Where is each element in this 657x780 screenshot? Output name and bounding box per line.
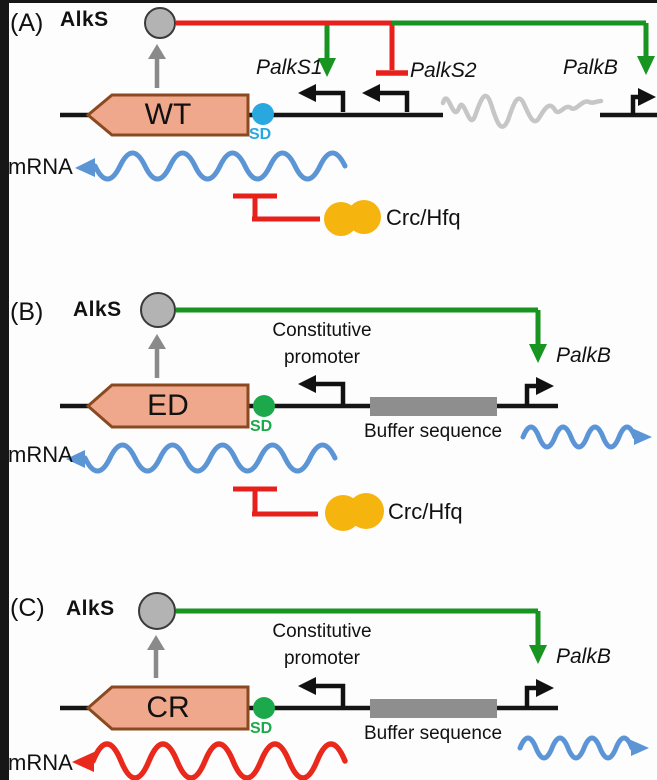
promoter-arrowhead-palkb-c (536, 679, 554, 697)
green-arrowhead-palkb-b (529, 344, 547, 363)
mrna-arrowhead-b-right (634, 429, 652, 445)
alks-label-a: AlkS (60, 8, 109, 31)
gene-box-cr (85, 685, 250, 731)
sd-dot-blue-icon (252, 103, 274, 125)
mrna-wave-b-left (82, 442, 338, 474)
promoter-arrowhead-constitutive-b (298, 375, 316, 393)
promoter-arrow-palkb-c (524, 685, 538, 708)
sd-dot-green-icon-c (253, 697, 275, 719)
mrna-label-a: mRNA (8, 154, 73, 179)
buffer-sequence-label-c: Buffer sequence (363, 723, 503, 744)
crc-hfq-label-a: Crc/Hfq (386, 205, 461, 230)
constitutive-label-c: Constitutive (272, 621, 372, 642)
alks-protein-circle-a (144, 7, 176, 39)
alks-label-c: AlkS (66, 597, 115, 620)
promoter-arrow-palks1 (314, 90, 346, 112)
mrna-arrowhead-a (75, 158, 95, 177)
promoter-arrow-palks2 (378, 90, 410, 112)
buffer-sequence-box-b (370, 397, 497, 416)
mrna-wave-c-right (517, 735, 635, 761)
alks-label-b: AlkS (73, 298, 122, 321)
green-arrowhead-palkb-c (529, 645, 547, 664)
promoter-label-palks2: PalkS2 (410, 59, 477, 82)
crc-hfq-label-b: Crc/Hfq (388, 499, 463, 524)
sd-label-a: SD (249, 126, 272, 143)
panel-b-label: (B) (10, 298, 44, 326)
alks-protein-circle-b (140, 292, 176, 328)
crc-hfq-circle2-b (348, 493, 384, 529)
promoter-word-label-b: promoter (283, 347, 361, 368)
alks-protein-circle-c (138, 592, 176, 630)
promoter-arrow-constitutive-c (314, 683, 346, 706)
gene-label-ed: ED (147, 389, 189, 422)
buffer-sequence-label-b: Buffer sequence (363, 421, 503, 442)
top-border-bar (0, 0, 657, 3)
promoter-arrowhead-palks2 (362, 84, 380, 102)
mrna-arrowhead-c-right (631, 740, 649, 756)
promoter-word-label-c: promoter (283, 648, 361, 669)
gene-label-wt: WT (144, 98, 192, 131)
green-arrowhead-palkb-a (637, 56, 655, 75)
promoter-arrow-palkb-b (524, 383, 538, 406)
promoter-label-palks1: PalkS1 (256, 56, 323, 79)
promoter-label-palkb-b: PalkB (556, 344, 611, 367)
promoter-arrow-palkb-a (630, 94, 640, 115)
sd-label-b: SD (250, 418, 273, 435)
gene-box-wt (85, 93, 250, 137)
buffer-sequence-box-c (370, 699, 497, 718)
promoter-arrowhead-constitutive-c (298, 677, 316, 695)
mrna-label-c: mRNA (8, 750, 73, 775)
panel-a-label: (A) (10, 9, 44, 37)
expression-arrowhead-a (148, 44, 166, 59)
mrna-label-b: mRNA (8, 442, 73, 467)
mrna-arrowhead-b-left (66, 450, 85, 468)
expression-arrowhead-b (148, 334, 166, 349)
promoter-arrow-constitutive-b (314, 381, 346, 404)
green-arrowhead-palks1 (318, 58, 336, 77)
sd-label-c: SD (250, 720, 273, 737)
promoter-label-palkb-a: PalkB (563, 56, 618, 79)
promoter-arrowhead-palkb-b (536, 377, 554, 395)
expression-arrowhead-c (147, 635, 165, 650)
mrna-arrowhead-c-left (72, 752, 94, 772)
crc-hfq-circle2-a (347, 200, 381, 234)
mrna-wave-a (92, 150, 348, 182)
promoter-arrowhead-palkb-a (638, 88, 656, 106)
sd-dot-green-icon-b (253, 395, 275, 417)
gene-box-ed (85, 383, 250, 429)
mrna-wave-b-right (520, 424, 638, 450)
gene-label-cr: CR (146, 691, 190, 724)
constitutive-label-b: Constitutive (272, 320, 372, 341)
promoter-label-palkb-c: PalkB (556, 645, 611, 668)
promoter-arrowhead-palks1 (298, 84, 316, 102)
panel-c-label: (C) (10, 594, 45, 622)
mrna-wave-c-left (90, 741, 348, 780)
intervening-sequence-squiggle (440, 93, 604, 129)
left-border-bar (0, 0, 9, 780)
